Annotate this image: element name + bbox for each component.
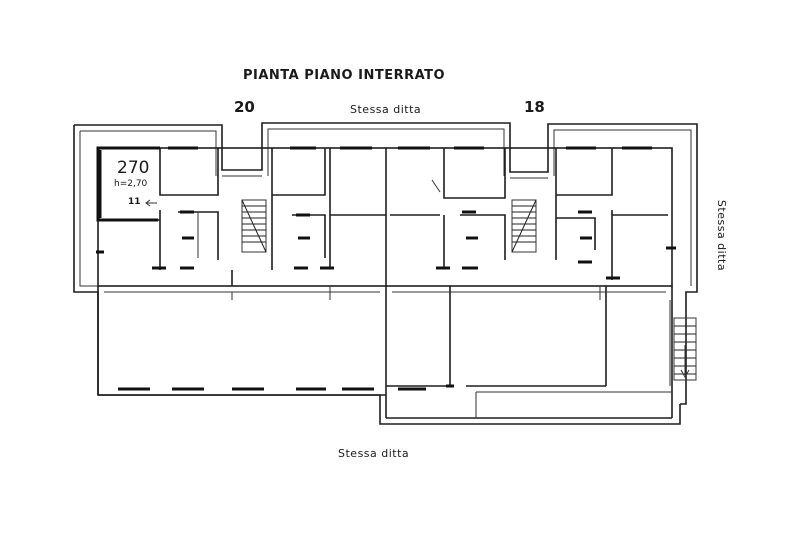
neighbor-label-right: Stessa ditta xyxy=(715,199,729,272)
door-ticks xyxy=(96,210,676,388)
room-area: 270 xyxy=(117,158,150,178)
inner-walls xyxy=(97,147,673,419)
neighbor-number-right: 18 xyxy=(524,98,545,116)
drawing-title: PIANTA PIANO INTERRATO xyxy=(243,68,446,83)
diagonal-mark xyxy=(431,179,441,193)
room-11-outline xyxy=(96,146,160,222)
outer-walls xyxy=(73,122,698,425)
windows xyxy=(118,146,652,391)
neighbor-number-left: 20 xyxy=(234,98,255,116)
entry-arrow-icon xyxy=(145,199,157,207)
neighbor-label-bottom: Stessa ditta xyxy=(338,447,410,460)
room-height: h=2,70 xyxy=(114,179,148,189)
neighbor-label-top: Stessa ditta xyxy=(350,103,422,116)
stairs xyxy=(241,199,697,381)
room-id: 11 xyxy=(128,197,141,207)
